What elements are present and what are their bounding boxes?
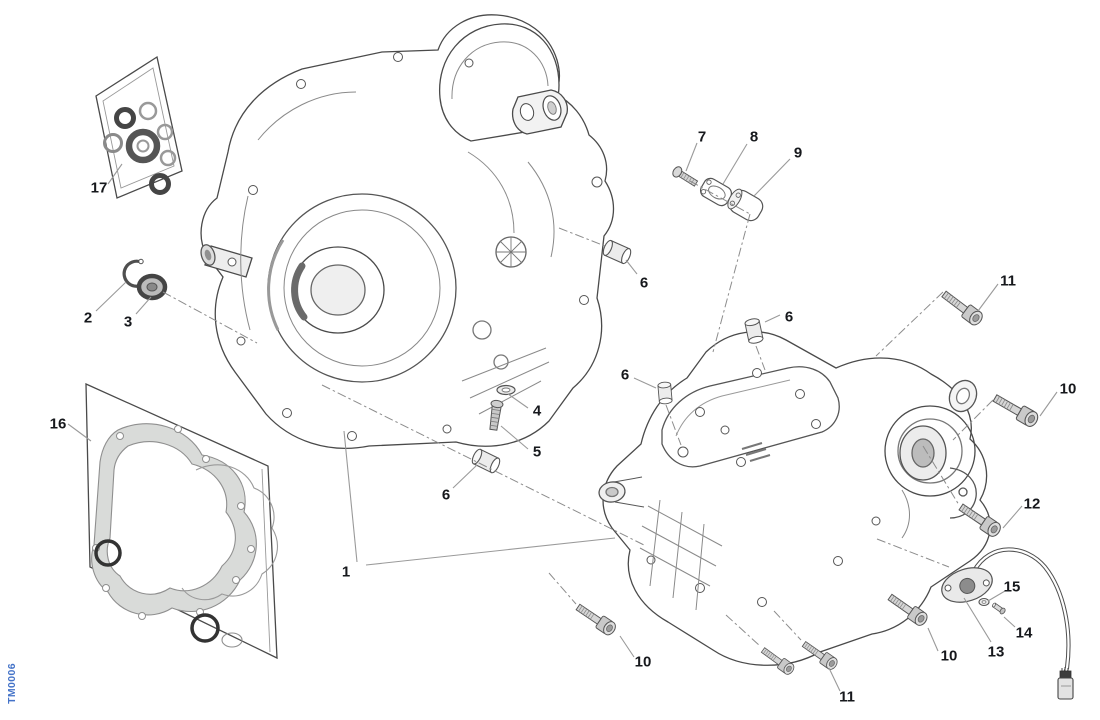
axis-line: [321, 384, 647, 547]
leader-line: [95, 281, 127, 312]
callout-12: 12: [1024, 496, 1041, 513]
axis-line: [773, 610, 802, 641]
leader-line: [987, 590, 1006, 602]
callout-13: 13: [988, 644, 1005, 661]
drawing-code-text: TM0006: [6, 662, 18, 704]
callout-6: 6: [442, 487, 450, 504]
leader-line: [977, 283, 999, 312]
axis-line: [665, 404, 682, 446]
axis-line: [875, 291, 944, 357]
callout-15: 15: [1004, 579, 1021, 596]
leader-line: [619, 635, 635, 658]
leader-line: [107, 163, 123, 185]
leader-line: [625, 259, 638, 275]
callout-10: 10: [941, 648, 958, 665]
callout-6: 6: [785, 309, 793, 326]
callout-17: 17: [91, 180, 108, 197]
sensor-cable-drawing: [941, 547, 1074, 700]
leader-line: [135, 296, 152, 315]
leader-line: [685, 142, 698, 172]
axis-line: [952, 399, 994, 441]
sensor-plate-drawing: [941, 567, 993, 603]
leader-line: [452, 464, 478, 489]
leader-line: [1039, 391, 1058, 417]
drain-screw-drawing: [489, 399, 504, 431]
small-screw-drawing: [672, 166, 699, 187]
leader-line: [500, 425, 529, 450]
axis-line: [876, 538, 950, 568]
leader-line: [365, 537, 616, 566]
leader-line: [633, 377, 657, 389]
leader-line: [1002, 505, 1023, 529]
callout-10: 10: [1060, 381, 1077, 398]
leader-line: [722, 143, 748, 185]
callout-7: 7: [698, 129, 706, 146]
callout-1: 1: [342, 564, 350, 581]
callout-4: 4: [533, 403, 542, 420]
callout-6: 6: [621, 367, 629, 384]
axis-line: [755, 345, 766, 371]
callout-16: 16: [50, 416, 67, 433]
seal-kit-plate-drawing: [95, 55, 183, 199]
axis-line: [689, 180, 751, 215]
callout-8: 8: [750, 129, 758, 146]
leader-line: [507, 393, 529, 409]
assembly-axis-lines: [162, 180, 994, 647]
leader-line: [343, 430, 358, 563]
axis-line: [162, 291, 258, 344]
leader-line: [764, 314, 781, 323]
oil-seal-drawing: [136, 273, 168, 301]
washer-drawing: [496, 384, 516, 396]
callout-10: 10: [635, 654, 652, 671]
axis-line: [725, 614, 761, 647]
sensor-washer-drawing: [978, 597, 990, 607]
callout-leader-lines: [67, 142, 1058, 692]
callout-11: 11: [1000, 273, 1016, 290]
axis-line: [548, 572, 577, 605]
callout-14: 14: [1016, 625, 1033, 642]
leader-line: [67, 423, 92, 442]
axis-line: [558, 227, 606, 247]
callout-11: 11: [839, 689, 855, 706]
left-crankcase-half-drawing: [200, 14, 615, 449]
callout-6: 6: [640, 275, 648, 292]
small-gasket-plate-drawing: [699, 177, 733, 207]
sensor-screw-drawing: [992, 602, 1006, 615]
leader-line: [753, 158, 791, 197]
leader-line: [927, 627, 939, 652]
leader-line: [963, 597, 992, 643]
axis-line: [922, 445, 960, 506]
callout-3: 3: [124, 314, 132, 331]
callout-2: 2: [84, 310, 92, 327]
drawing-code: TM0006: [4, 652, 20, 714]
right-crankcase-half-drawing: [598, 331, 991, 666]
axis-line: [712, 213, 751, 353]
leader-line: [1003, 616, 1016, 628]
gasket-sheet-drawing: [85, 382, 278, 660]
cable-connector-drawing: [1057, 667, 1074, 700]
callout-5: 5: [533, 444, 541, 461]
leader-line: [828, 667, 841, 692]
callout-9: 9: [794, 145, 802, 162]
